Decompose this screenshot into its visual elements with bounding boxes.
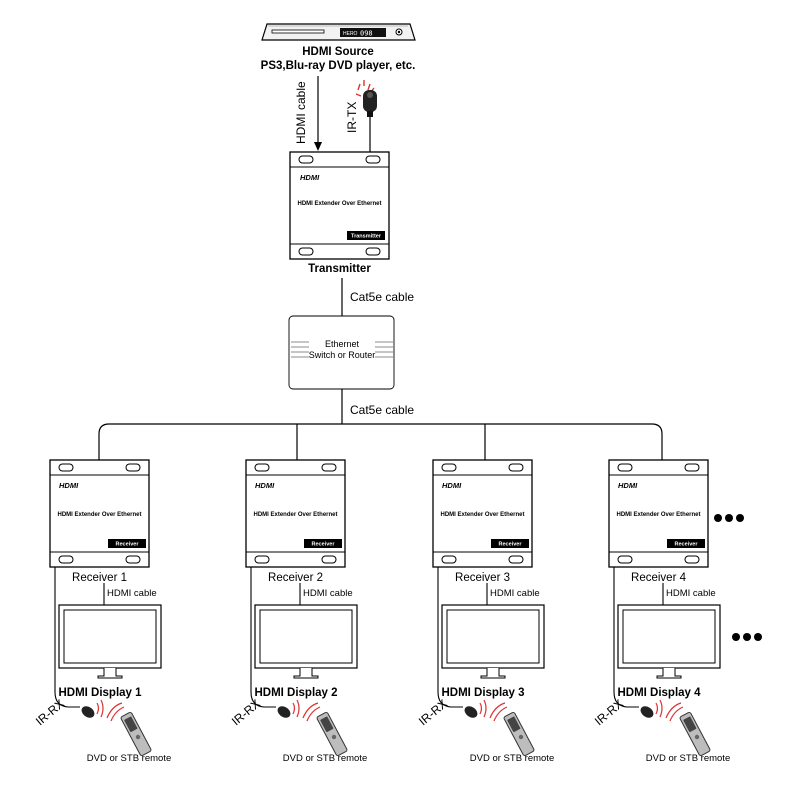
receiver-badge: Receiver: [116, 542, 140, 548]
receiver-unit: HDMI HDMI Extender Over Ethernet Receive…: [49, 459, 150, 568]
ethernet-switch: Ethernet Switch or Router: [288, 315, 395, 390]
ir-rx-cable: [250, 567, 276, 708]
ir-rx-cable: [54, 567, 80, 708]
ir-rx-label: IR-RX: [229, 697, 263, 729]
remote-control-icon: [665, 702, 711, 757]
receiver-hdmi-logo: HDMI: [255, 481, 275, 490]
receiver-unit: HDMI HDMI Extender Over Ethernet Receive…: [245, 459, 346, 568]
receiver-column-4: HDMI HDMI Extender Over Ethernet Receive…: [592, 459, 730, 764]
display-caption: HDMI Display 3: [441, 687, 524, 699]
cat5e-cable-lower-label: Cat5e cable: [350, 403, 414, 417]
hdmi-source-device: HERO 098: [261, 23, 416, 41]
receiver-hdmi-logo: HDMI: [59, 481, 79, 490]
more-displays-ellipsis: [732, 633, 762, 641]
receiver-hdmi-cable-label: HDMI cable: [107, 588, 157, 599]
remote-control-icon: [302, 702, 348, 757]
receiver-hdmi-logo: HDMI: [618, 481, 638, 490]
ir-rx-cable: [613, 567, 639, 708]
receiver-product-name: HDMI Extender Over Ethernet: [253, 512, 337, 518]
ir-rx-label: IR-RX: [592, 697, 626, 729]
source-brand-text: HERO: [343, 31, 358, 37]
monitor-icon: [441, 604, 545, 679]
ir-tx-label: IR-TX: [345, 102, 359, 133]
receiver-caption: Receiver 4: [631, 572, 687, 584]
remote-caption: DVD or STB remote: [470, 753, 554, 764]
transmitter-hdmi-logo: HDMI: [300, 173, 320, 182]
receiver-column-2: HDMI HDMI Extender Over Ethernet Receive…: [229, 459, 367, 764]
ir-rx-label: IR-RX: [33, 697, 67, 729]
ir-rx-sensor-icon: [277, 699, 300, 718]
receiver-hdmi-cable-label: HDMI cable: [666, 588, 716, 599]
receiver-product-name: HDMI Extender Over Ethernet: [440, 512, 524, 518]
receiver-product-name: HDMI Extender Over Ethernet: [616, 512, 700, 518]
ir-rx-sensor-icon: [81, 699, 104, 718]
transmitter-unit: HDMI HDMI Extender Over Ethernet Transmi…: [289, 151, 390, 260]
receiver-product-name: HDMI Extender Over Ethernet: [57, 512, 141, 518]
receiver-hdmi-logo: HDMI: [442, 481, 462, 490]
monitor-icon: [254, 604, 358, 679]
receiver-caption: Receiver 1: [72, 572, 127, 584]
receiver-hdmi-cable-label: HDMI cable: [490, 588, 540, 599]
receiver-column-1: HDMI HDMI Extender Over Ethernet Receive…: [33, 459, 171, 764]
receiver-badge: Receiver: [675, 542, 699, 548]
transmitter-caption: Transmitter: [308, 263, 371, 275]
display-caption: HDMI Display 4: [617, 687, 701, 699]
source-display-readout: 098: [360, 30, 373, 38]
ir-rx-label: IR-RX: [416, 697, 450, 729]
remote-caption: DVD or STB remote: [646, 753, 730, 764]
receiver-caption: Receiver 2: [268, 572, 323, 584]
monitor-icon: [617, 604, 721, 679]
ir-rx-sensor-icon: [464, 699, 487, 718]
display-caption: HDMI Display 1: [58, 687, 142, 699]
source-title: HDMI Source: [302, 46, 374, 58]
receiver-column-3: HDMI HDMI Extender Over Ethernet Receive…: [416, 459, 554, 764]
receiver-badge: Receiver: [312, 542, 336, 548]
receiver-hdmi-cable-label: HDMI cable: [303, 588, 353, 599]
remote-control-icon: [106, 702, 152, 757]
display-caption: HDMI Display 2: [254, 687, 337, 699]
remote-caption: DVD or STB remote: [87, 753, 171, 764]
source-subtitle: PS3,Blu-ray DVD player, etc.: [261, 60, 416, 72]
remote-control-icon: [489, 702, 535, 757]
remote-caption: DVD or STB remote: [283, 753, 367, 764]
hdmi-cable-label: HDMI cable: [294, 81, 308, 144]
ir-rx-cable: [437, 567, 463, 708]
receiver-caption: Receiver 3: [455, 572, 510, 584]
transmitter-badge: Transmitter: [351, 234, 382, 240]
transmitter-product-name: HDMI Extender Over Ethernet: [297, 201, 381, 207]
receiver-unit: HDMI HDMI Extender Over Ethernet Receive…: [608, 459, 709, 568]
cat5e-cable-upper-label: Cat5e cable: [350, 290, 414, 304]
receiver-unit: HDMI HDMI Extender Over Ethernet Receive…: [432, 459, 533, 568]
ir-tx-emitter-icon: [355, 80, 377, 117]
distribution-bus: [98, 423, 663, 460]
receiver-badge: Receiver: [499, 542, 523, 548]
monitor-icon: [58, 604, 162, 679]
switch-line1: Ethernet: [325, 339, 360, 349]
switch-line2: Switch or Router: [309, 350, 376, 360]
more-receivers-ellipsis: [714, 514, 744, 522]
hdmi-cable-arrowhead: [314, 142, 322, 151]
ir-rx-sensor-icon: [640, 699, 663, 718]
